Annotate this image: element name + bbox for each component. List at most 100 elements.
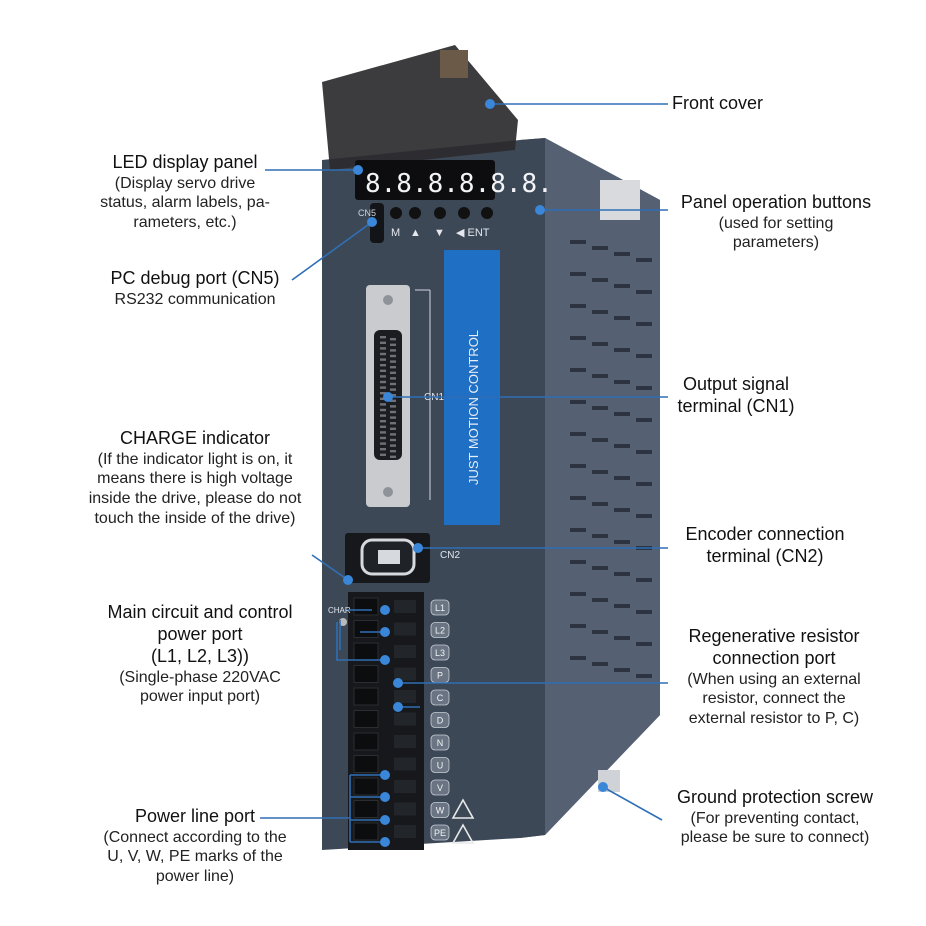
cn1-pin	[380, 380, 386, 384]
cn1-pin	[380, 425, 386, 428]
cn1-pin	[390, 338, 396, 341]
button-up[interactable]	[409, 207, 421, 219]
encoder-title: Encoder connection	[685, 524, 845, 544]
cn1-pin	[390, 405, 396, 408]
terminal-badge	[430, 824, 450, 841]
cn1-pin	[380, 453, 386, 456]
led-panel-title: LED display panel	[112, 152, 258, 172]
vent-slot	[592, 566, 608, 570]
vent-slot	[592, 246, 608, 250]
label-ground: Ground protection screw (For preventing …	[660, 787, 890, 848]
vent-slot	[614, 508, 630, 512]
vent-slot	[636, 386, 652, 390]
cn1-pin	[390, 416, 396, 419]
ground-title: Ground protection screw	[676, 787, 874, 807]
charge-title: CHARGE indicator	[119, 428, 271, 448]
terminal-label-l3: L3	[435, 648, 445, 658]
terminal-badge	[430, 757, 450, 773]
vent-slot	[570, 496, 586, 500]
terminal-label-c: C	[437, 693, 444, 703]
label-power-line: Power line port (Connect according to th…	[80, 806, 310, 887]
terminal-label-d: D	[437, 716, 444, 726]
pc-debug-title: PC debug port (CN5)	[110, 268, 280, 288]
leader-dots	[343, 99, 608, 847]
label-charge: CHARGE indicator (If the indicator light…	[60, 428, 330, 528]
charge-desc-3: inside the drive, please do not	[88, 489, 302, 507]
warning-icon	[451, 798, 475, 819]
terminal-slot	[353, 732, 379, 751]
output-signal-title-2: terminal (CN1)	[677, 395, 795, 416]
pc-debug-desc-1: RS232 communication	[114, 290, 276, 308]
button-label-down: ▼	[434, 227, 445, 239]
vent-slot	[614, 540, 630, 544]
cn1-pin	[390, 394, 396, 397]
cn2-label: CN2	[440, 550, 460, 561]
cn1-pin	[380, 364, 386, 367]
vent-slot	[636, 354, 652, 358]
cn5-label: CN5	[358, 208, 376, 218]
vent-slot	[570, 272, 586, 276]
cn1-pin	[390, 438, 396, 442]
vent-slot	[636, 514, 652, 518]
button-left[interactable]	[458, 207, 470, 219]
vent-slot	[614, 476, 630, 480]
power-line-desc-3: power line)	[155, 867, 235, 885]
front-cover[interactable]	[322, 45, 518, 170]
led-panel-desc-1: (Display servo drive	[114, 174, 256, 192]
main-circuit-desc-2: power input port)	[139, 688, 261, 706]
regen-desc-2: resistor, connect the	[702, 690, 846, 708]
terminal-screw	[394, 645, 416, 658]
cn1-pin	[380, 336, 386, 339]
terminal-slot	[353, 822, 379, 841]
terminal-badge	[430, 779, 450, 796]
cn1-pin	[390, 427, 396, 430]
panel-buttons-desc-2: parameters)	[732, 234, 820, 252]
vent-slot	[592, 438, 608, 442]
panel-buttons	[390, 207, 493, 219]
cn1-pin	[380, 341, 386, 344]
terminal-slot	[353, 620, 379, 638]
regen-desc-3: external resistor to P, C)	[688, 709, 860, 727]
brand-text: JUST MOTION CONTROL	[466, 330, 481, 485]
terminal-label-n: N	[437, 738, 444, 748]
cn1-pin	[380, 352, 386, 356]
vent-slot	[636, 258, 652, 262]
label-output-signal: Output signal terminal (CN1)	[666, 374, 806, 418]
vent-slot	[614, 380, 630, 384]
vent-slot	[592, 342, 608, 346]
encoder-title-2: terminal (CN2)	[706, 545, 824, 566]
button-label-m: M	[391, 227, 400, 239]
vent-slot	[614, 636, 630, 640]
cover-hinge	[440, 50, 468, 78]
cn1-pin	[380, 431, 386, 434]
button-ent[interactable]	[481, 207, 493, 219]
cn1-pin	[380, 442, 386, 445]
vent-slot	[570, 528, 586, 532]
cn2-connector	[345, 533, 430, 583]
label-front-cover: Front cover	[672, 93, 763, 115]
vent-slot	[570, 592, 586, 596]
vent-slot	[614, 604, 630, 608]
charge-desc-4: touch the inside of the drive)	[94, 509, 296, 527]
vent-slot	[636, 578, 652, 582]
button-down[interactable]	[434, 207, 446, 219]
button-m[interactable]	[390, 207, 402, 219]
terminal-screw	[394, 600, 416, 613]
vent-slot	[570, 624, 586, 628]
terminal-slot	[353, 665, 379, 683]
terminal-badge	[430, 644, 450, 661]
cn1-pin	[380, 386, 386, 389]
terminal-label-l1: L1	[435, 603, 445, 613]
terminal-badge	[430, 802, 450, 818]
vent-slot	[592, 278, 608, 282]
cn5-usb-port[interactable]	[370, 203, 384, 243]
vent-slot	[592, 470, 608, 474]
charge-indicator-label: CHAR	[328, 606, 351, 615]
cn1-pin	[390, 354, 396, 358]
terminal-badge	[430, 599, 450, 616]
output-signal-title: Output signal	[682, 374, 790, 394]
vent-slot	[614, 252, 630, 256]
cn1-pin	[390, 422, 396, 425]
cn1-pin	[380, 375, 386, 378]
